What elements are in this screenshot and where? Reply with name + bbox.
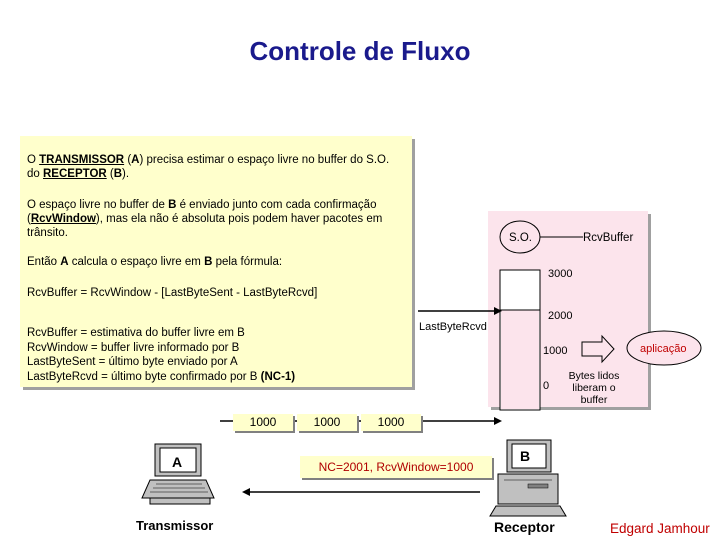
- rcvbuffer-label: RcvBuffer: [583, 232, 634, 244]
- host-a-ref: A: [131, 154, 140, 166]
- text: ).: [122, 168, 130, 180]
- definition-term: RcvBuffer: [27, 327, 78, 339]
- definition-item: RcvBuffer = estimativa do buffer livre e…: [27, 326, 406, 341]
- packet-box: 1000: [361, 414, 421, 431]
- rcvwindow-term: RcvWindow: [30, 213, 96, 225]
- application-ellipse: [626, 330, 702, 366]
- packet-box: 1000: [297, 414, 357, 431]
- ack-box: NC=2001, RcvWindow=1000: [300, 456, 492, 478]
- paragraph-free-space: O espaço livre no buffer de B é enviado …: [27, 198, 406, 240]
- definition-desc: = estimativa do buffer livre em B: [77, 327, 245, 339]
- definition-item: LastByteRcvd = último byte confirmado po…: [27, 370, 406, 385]
- receiver-term: RECEPTOR: [43, 168, 107, 180]
- arrow-head-icon: [242, 488, 250, 496]
- text: é enviado junto com cada confirmação: [176, 199, 377, 211]
- read-arrow-icon: [581, 334, 615, 364]
- text: O: [27, 154, 40, 166]
- packet-box: 1000: [233, 414, 293, 431]
- definition-term: LastByteSent: [27, 356, 96, 368]
- formula: RcvBuffer = RcvWindow - [LastByteSent - …: [27, 287, 318, 299]
- host-b-label: B: [520, 448, 531, 464]
- paragraph-transmitter: O TRANSMISSOR (A) precisa estimar o espa…: [27, 153, 406, 181]
- text: trânsito.: [27, 227, 68, 239]
- computer-a-icon: [141, 443, 215, 505]
- text: pela fórmula:: [212, 256, 283, 268]
- text: Então: [27, 256, 61, 268]
- text: O espaço livre no buffer de: [27, 199, 169, 211]
- definition-term: RcvWindow: [27, 341, 88, 354]
- so-label: S.O.: [509, 232, 533, 244]
- definition-note: (NC-1): [260, 370, 296, 383]
- bytes-read-label: Bytes lidos liberam o buffer: [568, 370, 620, 406]
- application-label: aplicação: [640, 343, 687, 355]
- text: calcula o espaço livre em: [68, 256, 205, 268]
- host-b-ref: B: [113, 168, 123, 180]
- transmitter-name: Transmissor: [136, 518, 214, 533]
- host-a-ref: A: [60, 256, 69, 268]
- text: (: [124, 154, 132, 166]
- last-byte-rcvd-label: LastByteRcvd: [419, 321, 487, 333]
- buffer-level-label: 2000: [548, 310, 573, 322]
- definition-desc: = buffer livre informado por B: [87, 341, 240, 354]
- computer-b-icon: [489, 439, 567, 517]
- arrow-head-icon: [494, 417, 502, 425]
- definition-term: LastByteRcvd: [27, 370, 98, 383]
- host-b-ref: B: [168, 199, 177, 211]
- buffer-level-label: 0: [543, 380, 550, 392]
- text: (: [27, 213, 31, 225]
- paragraph-formula-intro: Então A calcula o espaço livre em B pela…: [27, 255, 406, 269]
- definitions-list: RcvBuffer = estimativa do buffer livre e…: [27, 326, 406, 384]
- buffer-level-label: 1000: [543, 345, 568, 357]
- text: do: [27, 168, 43, 180]
- text: (: [106, 168, 114, 180]
- definition-desc: = último byte confirmado por B: [97, 370, 261, 383]
- definition-desc: = último byte enviado por A: [95, 356, 238, 368]
- arrow-head-icon: [494, 307, 502, 315]
- transmitter-term: TRANSMISSOR: [39, 154, 125, 166]
- definition-item: LastByteSent = último byte enviado por A: [27, 355, 406, 370]
- buffer-level-label: 3000: [548, 268, 573, 280]
- buffer-used-region: [501, 310, 539, 409]
- page-title: Controle de Fluxo: [249, 36, 471, 66]
- definition-item: RcvWindow = buffer livre informado por B: [27, 341, 406, 356]
- receiver-name: Receptor: [494, 519, 555, 535]
- host-b-ref: B: [204, 256, 213, 268]
- text: ) precisa estimar o espaço livre no buff…: [139, 154, 390, 166]
- author-credit: Edgard Jamhour: [610, 521, 710, 536]
- text: ), mas ela não é absoluta pois podem hav…: [95, 213, 383, 225]
- host-a-label: A: [172, 454, 183, 470]
- explanation-box: O TRANSMISSOR (A) precisa estimar o espa…: [20, 136, 412, 387]
